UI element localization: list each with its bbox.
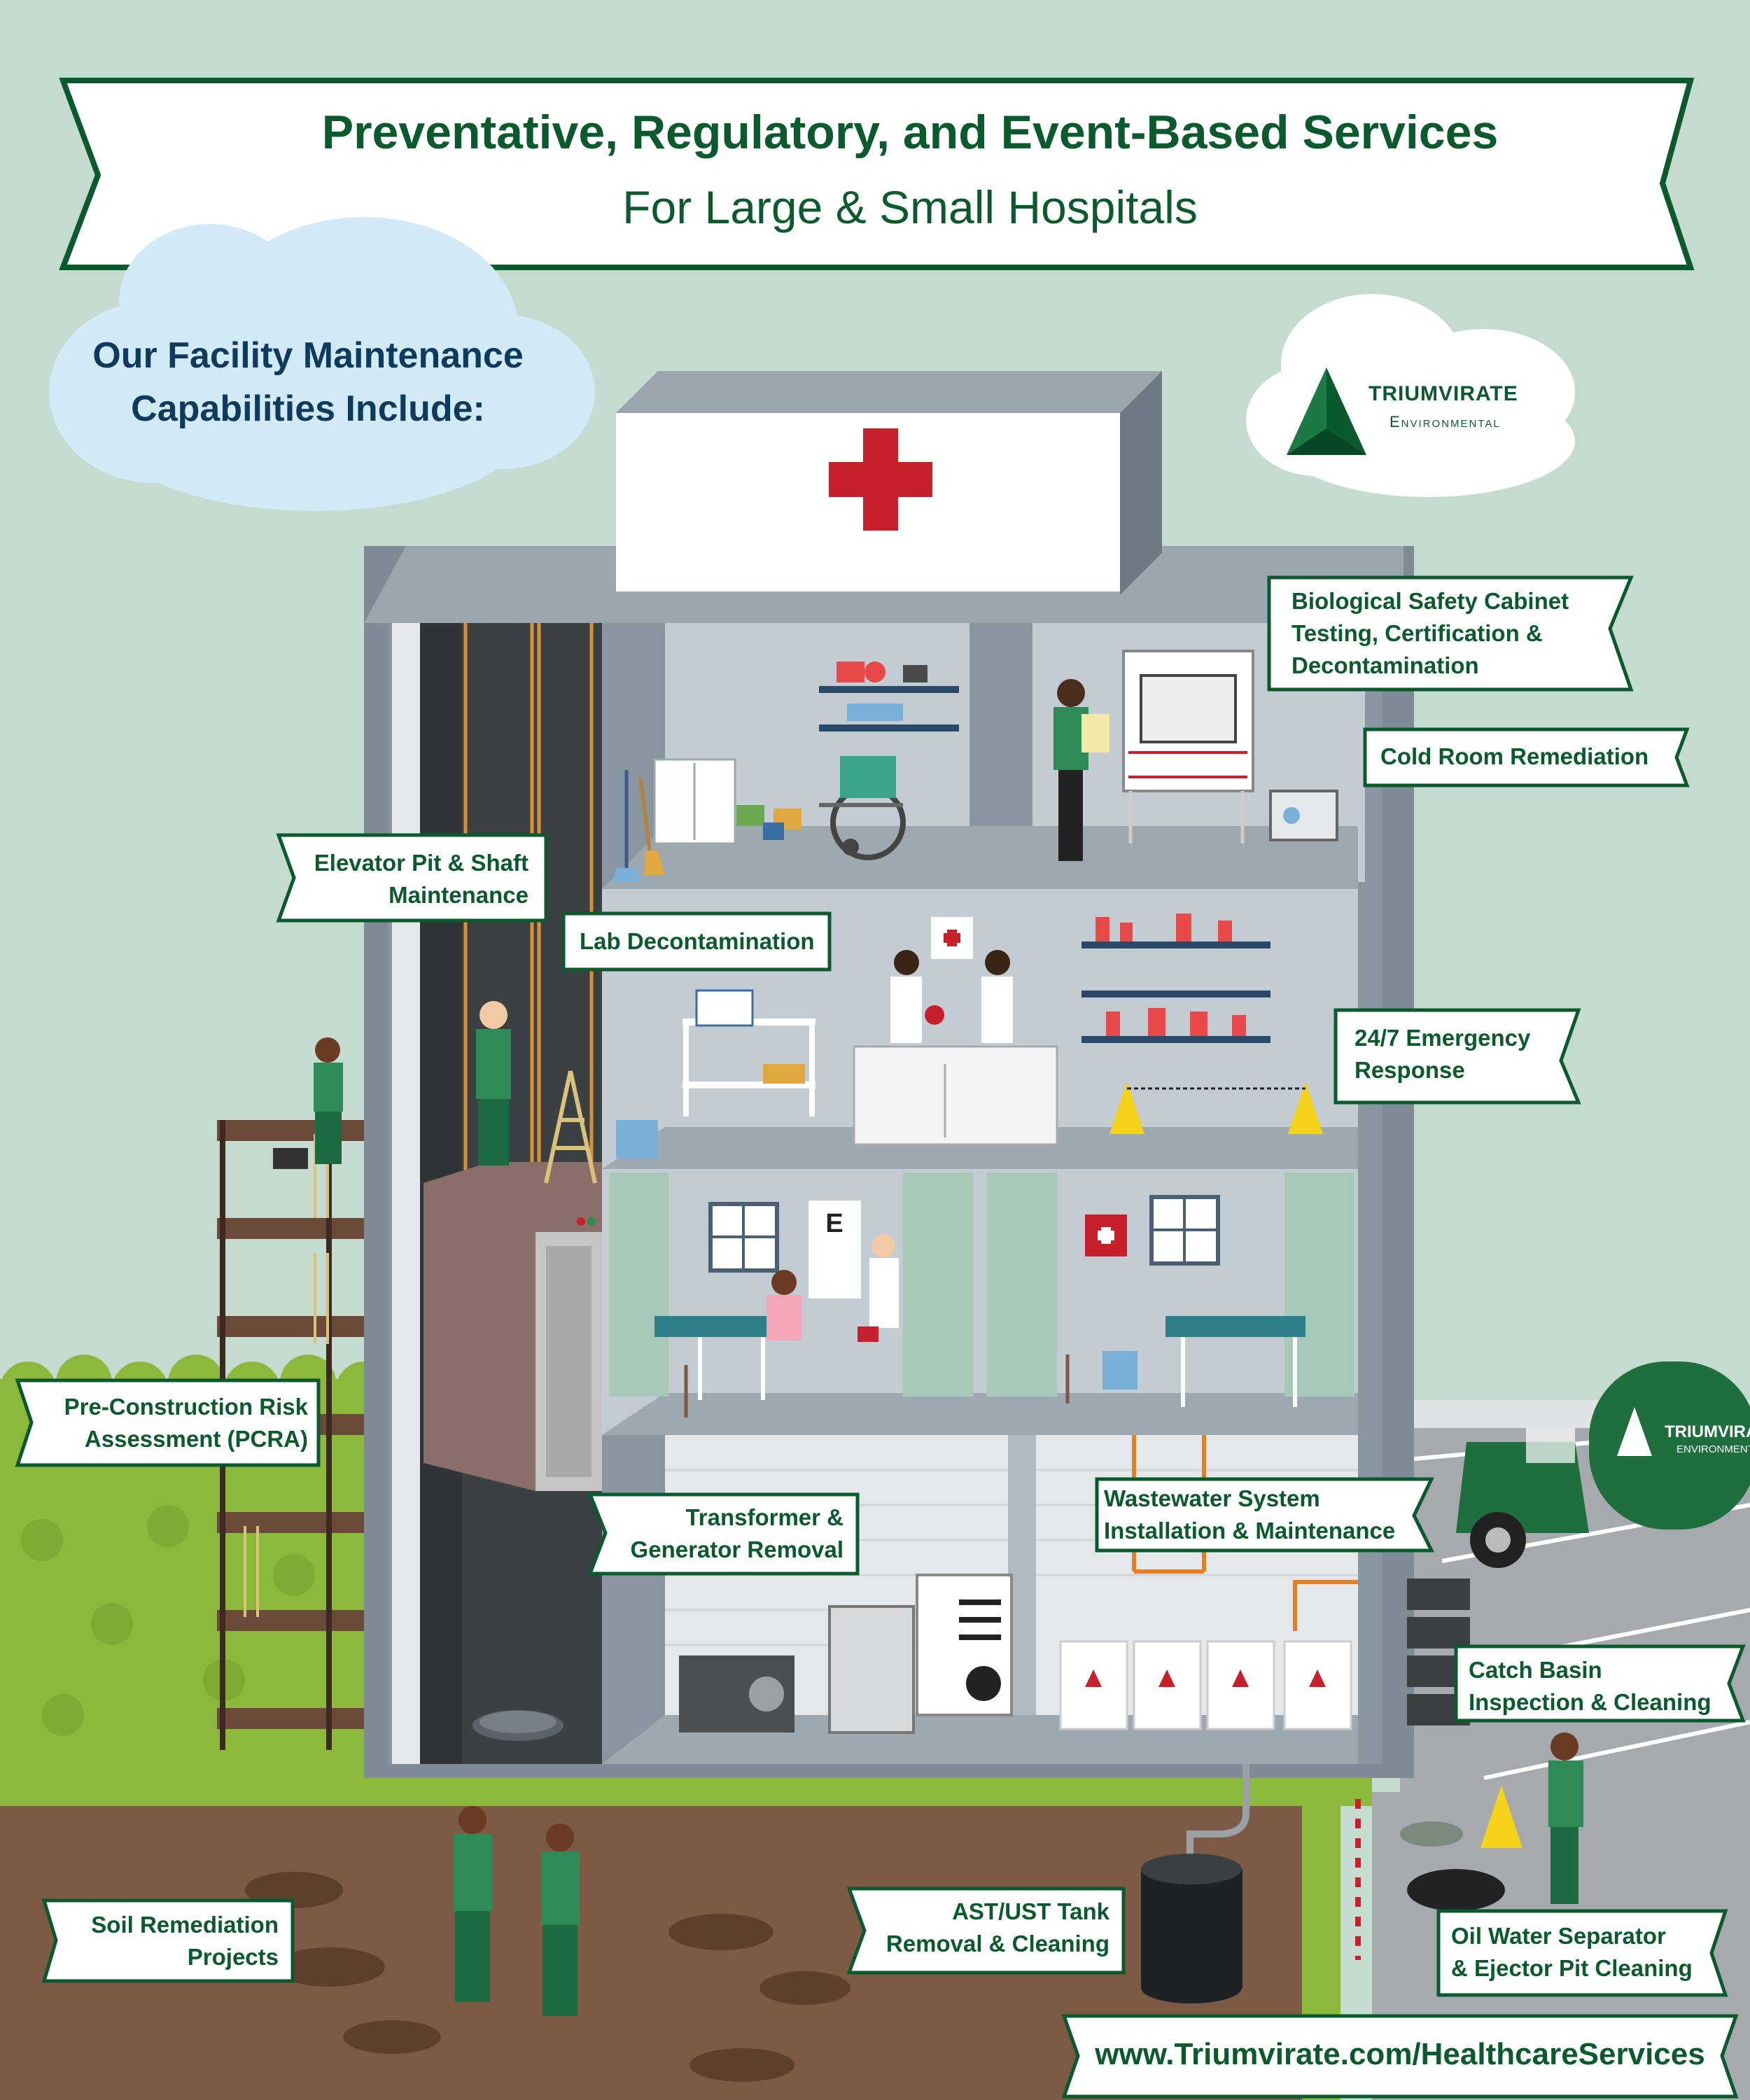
label-transformer-line-2: Generator Removal bbox=[630, 1536, 844, 1562]
label-boxes bbox=[15, 575, 1746, 2099]
wet-floor-signs bbox=[1110, 1082, 1323, 1134]
lab-workers bbox=[890, 950, 1013, 1043]
parking-wet-sign bbox=[1480, 1785, 1522, 1848]
blue-cloud bbox=[49, 217, 595, 511]
label-ows: Oil Water Separator & Ejector Pit Cleani… bbox=[1451, 1920, 1693, 1984]
eye-chart-letter: E bbox=[825, 1209, 843, 1238]
label-ows-line-1: Oil Water Separator bbox=[1451, 1923, 1666, 1949]
label-box-ows bbox=[1436, 1909, 1728, 1997]
label-box-tank bbox=[846, 1886, 1126, 1975]
label-wastewater: Wastewater System Installation & Mainten… bbox=[1104, 1483, 1395, 1547]
wall-thermostat bbox=[1269, 790, 1338, 841]
label-transformer: Transformer & Generator Removal bbox=[609, 1502, 844, 1566]
label-tank-line-1: AST/UST Tank bbox=[952, 1898, 1110, 1924]
label-catch-line-2: Inspection & Cleaning bbox=[1469, 1689, 1712, 1715]
biosafety-cabinet bbox=[1122, 650, 1254, 844]
step-ladder bbox=[544, 1070, 597, 1184]
intro-line-2: Capabilities Include: bbox=[131, 388, 485, 429]
label-ows-line-2: & Ejector Pit Cleaning bbox=[1451, 1955, 1693, 1981]
trash-bin bbox=[616, 1120, 658, 1158]
title-banner bbox=[59, 78, 1695, 270]
label-bsc: Biological Safety Cabinet Testing, Certi… bbox=[1292, 585, 1569, 682]
label-tank: AST/UST Tank Removal & Cleaning bbox=[868, 1896, 1110, 1960]
first-aid-items bbox=[836, 662, 927, 721]
label-emergency-line-1: 24/7 Emergency bbox=[1354, 1025, 1531, 1051]
truck-logo-text: TRIUMVIRA bbox=[1665, 1422, 1750, 1441]
generator-units bbox=[679, 1574, 1013, 1734]
oil-barrel bbox=[1141, 1764, 1250, 2003]
hospital-building bbox=[364, 371, 1414, 1778]
label-box-wastewater bbox=[1095, 1477, 1435, 1553]
label-bsc-line-2: Testing, Certification & bbox=[1292, 620, 1543, 646]
label-emergency-line-2: Response bbox=[1354, 1057, 1465, 1083]
label-bsc-line-3: Decontamination bbox=[1292, 652, 1479, 678]
label-box-elevator bbox=[276, 833, 548, 923]
label-elevator-line-1: Elevator Pit & Shaft bbox=[314, 850, 528, 876]
label-catch-basin: Catch Basin Inspection & Cleaning bbox=[1469, 1654, 1712, 1718]
label-transformer-line-1: Transformer & bbox=[685, 1504, 844, 1530]
label-catch-line-1: Catch Basin bbox=[1469, 1657, 1602, 1683]
label-soil-line-2: Projects bbox=[187, 1944, 279, 1970]
label-box-catch bbox=[1454, 1644, 1746, 1723]
wheelchair-icon bbox=[819, 756, 906, 860]
worker-clipboard bbox=[1054, 679, 1110, 861]
label-soil: Soil Remediation Projects bbox=[63, 1909, 279, 1973]
small-tables bbox=[684, 1351, 1138, 1418]
label-cold-room: Cold Room Remediation bbox=[1380, 743, 1649, 769]
vacuum-truck bbox=[1456, 1362, 1750, 1568]
label-wastewater-line-1: Wastewater System bbox=[1104, 1485, 1320, 1511]
truck-logo-subtext: ENVIRONMENT bbox=[1676, 1443, 1750, 1455]
triumvirate-logo-icon bbox=[1287, 368, 1366, 455]
label-elevator-line-2: Maintenance bbox=[388, 882, 528, 908]
label-pcra: Pre-Construction Risk Assessment (PCRA) bbox=[38, 1391, 308, 1455]
manhole-equipment bbox=[1400, 1821, 1505, 1911]
label-pcra-line-2: Assessment (PCRA) bbox=[84, 1426, 308, 1452]
page-subtitle: For Large & Small Hospitals bbox=[622, 181, 1198, 233]
logo-name: TRIUMVIRATE bbox=[1368, 382, 1518, 405]
shelves-top bbox=[819, 686, 959, 732]
label-box-cold-room bbox=[1363, 727, 1690, 788]
label-box-emergency bbox=[1334, 1008, 1581, 1105]
page-title: Preventative, Regulatory, and Event-Base… bbox=[321, 106, 1499, 159]
mop-broom bbox=[612, 770, 665, 882]
label-box-bsc bbox=[1267, 575, 1634, 692]
chemical-shelves bbox=[1082, 941, 1270, 1043]
label-wastewater-line-2: Installation & Maintenance bbox=[1104, 1518, 1396, 1544]
intro-heading: Our Facility Maintenance Capabilities In… bbox=[63, 329, 553, 435]
label-tank-line-2: Removal & Cleaning bbox=[886, 1931, 1110, 1956]
intro-line-1: Our Facility Maintenance bbox=[92, 335, 524, 376]
label-soil-line-1: Soil Remediation bbox=[91, 1912, 279, 1938]
elevator-worker bbox=[476, 1001, 511, 1166]
soil-workers bbox=[454, 1806, 580, 2016]
logo-subtitle: Environmental bbox=[1390, 413, 1501, 430]
lab-cart bbox=[682, 989, 816, 1116]
red-cross-icon bbox=[829, 428, 932, 531]
label-box-soil bbox=[41, 1898, 295, 1983]
worker-parking-lot bbox=[1548, 1732, 1583, 1904]
label-pcra-line-1: Pre-Construction Risk bbox=[64, 1394, 308, 1420]
lab-wall-sign bbox=[931, 917, 973, 959]
label-bsc-line-1: Biological Safety Cabinet bbox=[1292, 588, 1569, 614]
label-box-pcra bbox=[15, 1378, 321, 1467]
curtains bbox=[609, 1172, 1354, 1396]
supply-cabinet bbox=[653, 758, 736, 845]
label-lab: Lab Decontamination bbox=[580, 928, 815, 954]
label-emergency: 24/7 Emergency Response bbox=[1354, 1022, 1530, 1086]
label-box-transformer bbox=[587, 1492, 860, 1576]
buckets bbox=[736, 805, 802, 840]
scaffold-worker bbox=[273, 1037, 343, 1169]
exam-beds bbox=[654, 1316, 1306, 1407]
clinic-wall-sign bbox=[1085, 1214, 1127, 1256]
eye-chart: E bbox=[808, 1200, 861, 1298]
lab-bench bbox=[853, 1045, 1058, 1146]
label-box-url bbox=[1061, 2014, 1739, 2099]
label-box-lab bbox=[561, 911, 832, 972]
patient-and-nurse bbox=[766, 1234, 899, 1342]
website-link[interactable]: www.Triumvirate.com/HealthcareServices bbox=[1095, 2037, 1705, 2071]
label-elevator: Elevator Pit & Shaft Maintenance bbox=[294, 847, 528, 911]
